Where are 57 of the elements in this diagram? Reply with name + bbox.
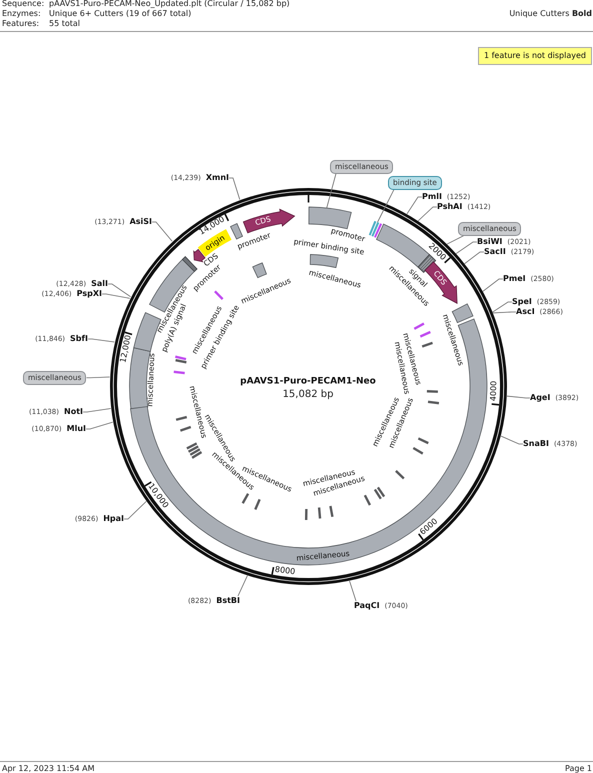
leader-line [152,222,173,242]
header-label: pAAVS1-Puro-PECAM-Neo_Updated.plt (Circular / 15,082 bp) [49,0,290,8]
leader-line [348,580,356,602]
enzyme-name: AsiSI [130,217,152,227]
enzyme-name: SbfI [70,334,88,344]
notice-box: 1 feature is not displayed [478,47,592,65]
enzyme-name: PaqCI [354,601,380,611]
leader-line [492,302,512,313]
leader-line [88,338,115,342]
leader-line [492,312,516,314]
enzyme-name: BsiWI [477,237,502,247]
leader-line [86,376,110,378]
footer-label: Page 1 [565,765,592,773]
enzyme-name: AscI [516,307,535,317]
leader-line [108,284,132,298]
tick-label: 12,000 [118,334,132,364]
leader-line [506,396,530,398]
footer-label: Apr 12, 2023 11:54 AM [2,765,95,773]
leader-line [456,242,478,254]
enzyme-name: SnaBI [523,439,549,449]
plasmid-length: 15,082 bp [282,390,334,400]
leader-line [228,178,240,200]
header-label: Features: [2,20,40,28]
enzyme-name: BstBI [216,596,240,606]
leader-line [86,422,114,430]
header-label: Unique 6+ Cutters (19 of 667 total) [49,10,192,18]
header-label: Enzymes: [2,10,41,18]
feature-mark-icon [368,220,383,238]
header-label: Sequence: [2,0,44,8]
header-label: Unique Cutters Bold [509,10,592,18]
enzyme-name: NotI [64,407,83,417]
enzyme-name: SalI [91,279,108,289]
enzyme-name: AgeI [530,393,550,403]
enzyme-name: HpaI [103,514,124,524]
enzyme-name: MluI [66,424,86,434]
header-label: 55 total [49,20,80,28]
enzyme-name: PspXI [76,289,102,299]
leader-line [102,294,130,299]
leader-line [482,278,504,292]
enzyme-name: XmnI [206,173,229,183]
enzyme-name: PmlI [422,192,442,202]
leader-line [464,252,484,264]
enzyme-name: SpeI [512,297,532,307]
leader-line [500,435,524,444]
leader-line [124,500,147,520]
leader-line [238,574,248,596]
leader-line [82,408,112,412]
enzyme-name: PshAI [437,202,462,212]
enzyme-name: PmeI [503,274,526,284]
leader-line [418,206,438,222]
tick-label: 4000 [490,381,498,402]
plasmid-name: pAAVS1-Puro-PECAM1-Neo [240,378,376,386]
tick-label: 8000 [274,565,296,576]
leader-line [406,196,422,214]
leader-line [446,235,464,245]
enzyme-name: SacII [484,247,506,257]
feature-arc [308,207,352,229]
